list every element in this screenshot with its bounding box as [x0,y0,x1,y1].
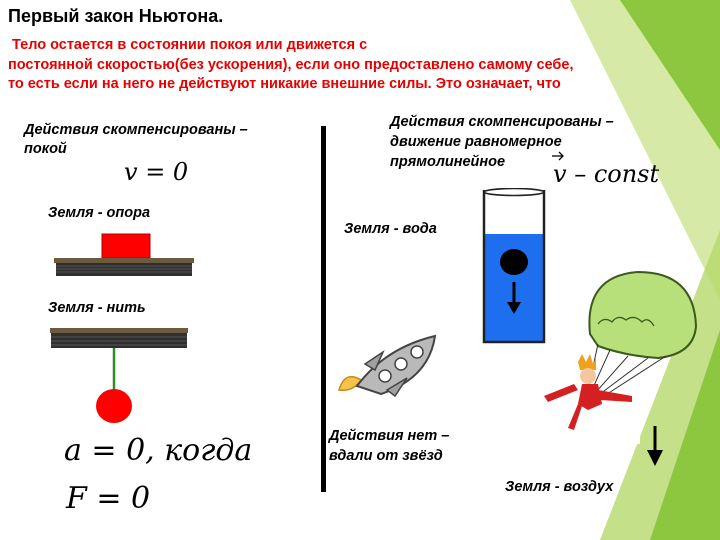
law-line-2: постоянной скоростью(без ускорения), есл… [8,56,574,73]
rest-caption-line-2: покой [24,141,67,157]
down-arrow-icon [507,282,521,314]
uniform-caption-line-2: движение равномерное [390,134,562,150]
parachute-lines [587,343,667,397]
water-glass-illustration [482,188,546,344]
rocket-window [378,369,392,383]
slide-title: Первый закон Ньютона. [8,6,224,26]
red-block [101,233,151,259]
block-on-table-illustration [54,233,194,276]
sinking-ball [500,249,528,275]
formula-v-zero: v = 0 [124,158,189,186]
water-caption: Земля - вода [344,221,437,237]
rest-caption: Действия скомпенсированы – покой [24,121,248,159]
no-action-caption: Действия нет – вдали от звёзд [329,426,449,466]
uniform-caption: Действия скомпенсированы – движение равн… [390,112,614,172]
law-statement: Тело остается в состоянии покоя или движ… [8,36,716,95]
no-action-line-1: Действия нет – [329,428,450,444]
column-divider [321,126,326,492]
thread-caption: Земля - нить [48,300,146,316]
formula-v-const: v – const [553,160,660,188]
down-arrow-icon [647,426,663,466]
skydiver [544,354,632,430]
parachutist-illustration [544,270,698,444]
hanging-ball-illustration [50,328,188,423]
parachute-canopy [588,270,698,360]
red-ball [96,389,132,423]
law-line-3: то есть если на него не действуют никаки… [8,76,561,92]
air-caption: Земля - воздух [505,479,614,495]
formula-a-zero: a = 0, когда [64,433,253,468]
table-surface [54,258,194,276]
law-line-1: Тело остается в состоянии покоя или движ… [12,37,368,53]
ceiling-beam [50,328,188,348]
rest-caption-line-1: Действия скомпенсированы – [24,122,248,138]
uniform-caption-line-1: Действия скомпенсированы – [390,114,614,130]
rocket-illustration [338,334,437,398]
rocket-window [410,345,424,359]
vector-arrow-icon [552,151,564,161]
formula-f-zero: F = 0 [66,481,151,516]
uniform-caption-line-3: прямолинейное [390,154,506,170]
glass-cylinder [482,190,546,344]
rocket-window [394,357,408,371]
no-action-line-2: вдали от звёзд [329,448,443,464]
support-caption: Земля - опора [48,205,151,221]
